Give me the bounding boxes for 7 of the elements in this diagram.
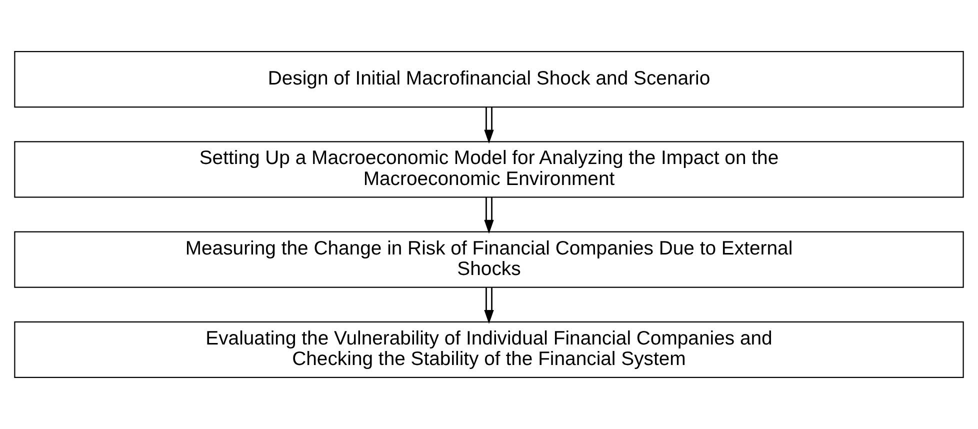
arrow	[484, 198, 494, 234]
arrow	[484, 288, 494, 324]
arrow	[484, 107, 494, 144]
node-box: Evaluating the Vulnerability of Individual Financial Companies and Checking the Stability of the Financial System	[14, 321, 964, 378]
node-box: Setting Up a Macroeconomic Model for Analyzing the Impact on the Macroeconomic Environment	[14, 141, 964, 198]
node-box: Design of Initial Macrofinancial Shock and Scenario	[14, 51, 964, 108]
node-box: Measuring the Change in Risk of Financial Companies Due to External Shocks	[14, 231, 964, 288]
